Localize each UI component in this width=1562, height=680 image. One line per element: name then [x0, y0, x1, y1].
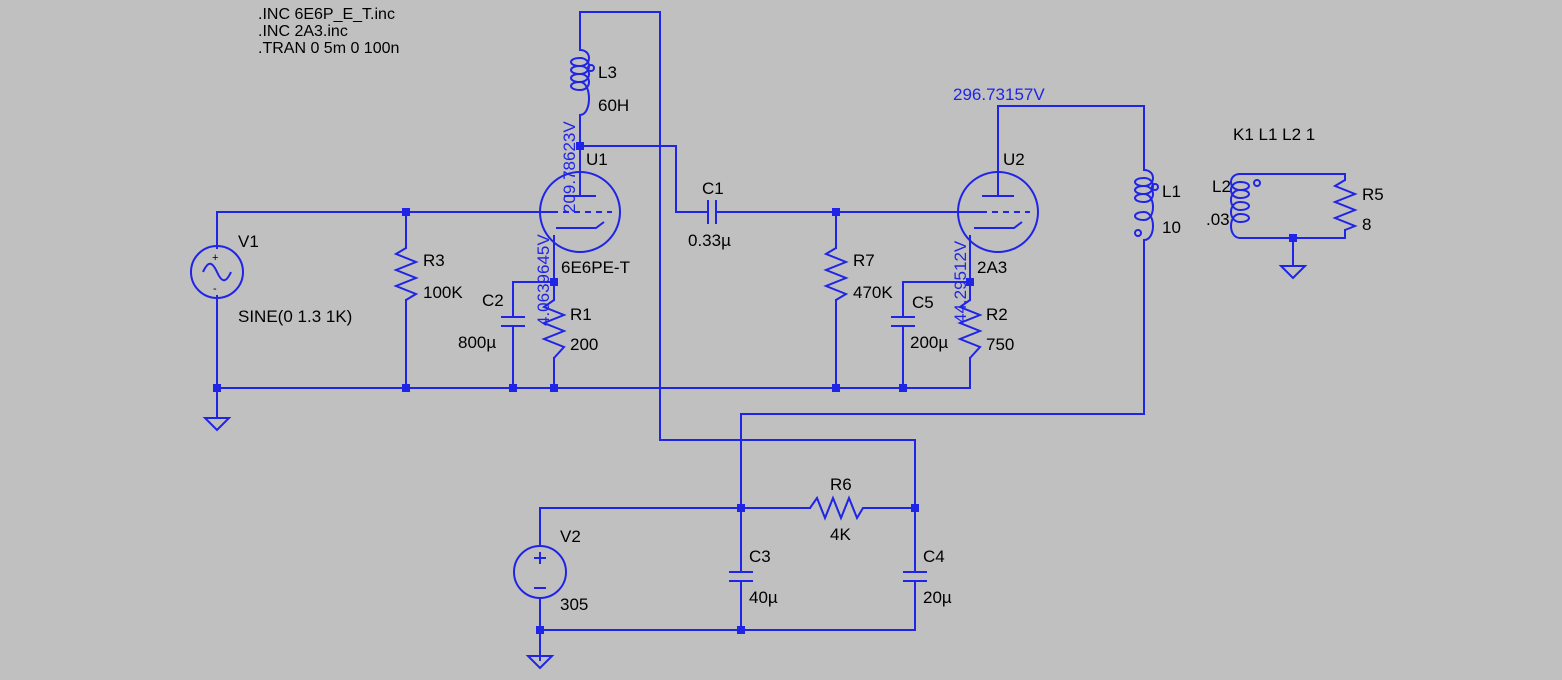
u2-triode-tube[interactable] — [957, 171, 1039, 253]
r6-resistor[interactable] — [809, 495, 870, 521]
v2-value: 305 — [560, 595, 588, 614]
ground-icon[interactable] — [525, 655, 555, 670]
l1-inductor[interactable] — [1134, 169, 1159, 241]
c3-label: C3 — [749, 547, 771, 566]
v1-sine-source[interactable]: + - — [190, 245, 244, 299]
r2-value: 750 — [986, 335, 1014, 354]
r1-resistor[interactable] — [541, 299, 567, 359]
c2-label: C2 — [482, 291, 504, 310]
c3-capacitor[interactable] — [729, 571, 753, 582]
c1-value: 0.33µ — [688, 231, 731, 250]
c4-label: C4 — [923, 547, 945, 566]
r6-label: R6 — [830, 475, 852, 494]
voltage-u1-anode[interactable]: 209.78623V — [560, 121, 579, 213]
r7-value: 470K — [853, 283, 893, 302]
u1-value: 6E6PE-T — [561, 258, 630, 277]
c3-value: 40µ — [749, 588, 778, 607]
v1-label: V1 — [238, 232, 259, 251]
wires[interactable] — [216, 11, 1346, 661]
r3-value: 100K — [423, 283, 463, 302]
r5-resistor[interactable] — [1332, 179, 1358, 231]
wire-anode-to-c1 — [579, 145, 709, 213]
u1-triode-tube[interactable] — [539, 171, 621, 253]
directive-include-2a3[interactable]: .INC 2A3.inc — [258, 23, 348, 40]
u2-label: U2 — [1003, 150, 1025, 169]
l2-inductor[interactable] — [1230, 173, 1261, 239]
r1-value: 200 — [570, 335, 598, 354]
r6-value: 4K — [830, 525, 851, 544]
c2-value: 800µ — [458, 333, 496, 352]
wire-l3-top — [579, 11, 661, 441]
c4-capacitor[interactable] — [903, 571, 927, 582]
wire-c5-top — [902, 281, 971, 318]
u2-value: 2A3 — [977, 258, 1007, 277]
r5-value: 8 — [1362, 215, 1371, 234]
v2-dc-source[interactable] — [513, 545, 567, 599]
l3-value: 60H — [598, 96, 629, 115]
l2-value: .03 — [1206, 210, 1230, 229]
junction-dots — [213, 142, 1297, 634]
c1-capacitor[interactable] — [707, 200, 717, 224]
l3-label: L3 — [598, 63, 617, 82]
c5-label: C5 — [912, 293, 934, 312]
l1-value: 10 — [1162, 218, 1181, 237]
r2-resistor[interactable] — [957, 299, 983, 359]
wire-u2-anode — [997, 105, 1145, 183]
wire-b-plus — [659, 439, 916, 509]
ground-icon[interactable] — [202, 417, 232, 432]
r1-label: R1 — [570, 305, 592, 324]
c2-capacitor[interactable] — [501, 316, 525, 327]
r5-label: R5 — [1362, 185, 1384, 204]
svg-text:+: + — [212, 252, 218, 264]
directive-coupling[interactable]: K1 L1 L2 1 — [1233, 125, 1315, 144]
directive-include-6e6p[interactable]: .INC 6E6P_E_T.inc — [258, 6, 395, 23]
r7-resistor[interactable] — [823, 247, 849, 301]
c5-value: 200µ — [910, 333, 948, 352]
l2-label: L2 — [1212, 177, 1231, 196]
wire-secondary — [1239, 173, 1346, 266]
l3-inductor[interactable] — [570, 49, 595, 116]
ground-icon[interactable] — [1278, 265, 1308, 280]
voltage-u1-cathode[interactable]: 4.0639645V — [534, 234, 553, 326]
v2-label: V2 — [560, 527, 581, 546]
c1-label: C1 — [702, 179, 724, 198]
r2-label: R2 — [986, 305, 1008, 324]
c5-capacitor[interactable] — [891, 316, 915, 327]
l1-label: L1 — [1162, 182, 1181, 201]
directive-tran[interactable]: .TRAN 0 5m 0 100n — [258, 40, 399, 57]
r3-resistor[interactable] — [393, 247, 419, 301]
c4-value: 20µ — [923, 588, 952, 607]
v1-value: SINE(0 1.3 1K) — [238, 307, 352, 326]
r7-label: R7 — [853, 251, 875, 270]
wire-c2-top — [512, 281, 555, 318]
svg-text:-: - — [213, 283, 217, 295]
voltage-u2-anode[interactable]: 296.73157V — [953, 85, 1045, 104]
u1-label: U1 — [586, 150, 608, 169]
wire-l1-bottom — [740, 239, 1145, 509]
voltage-u2-cathode[interactable]: 44.29512V — [951, 240, 970, 323]
r3-label: R3 — [423, 251, 445, 270]
